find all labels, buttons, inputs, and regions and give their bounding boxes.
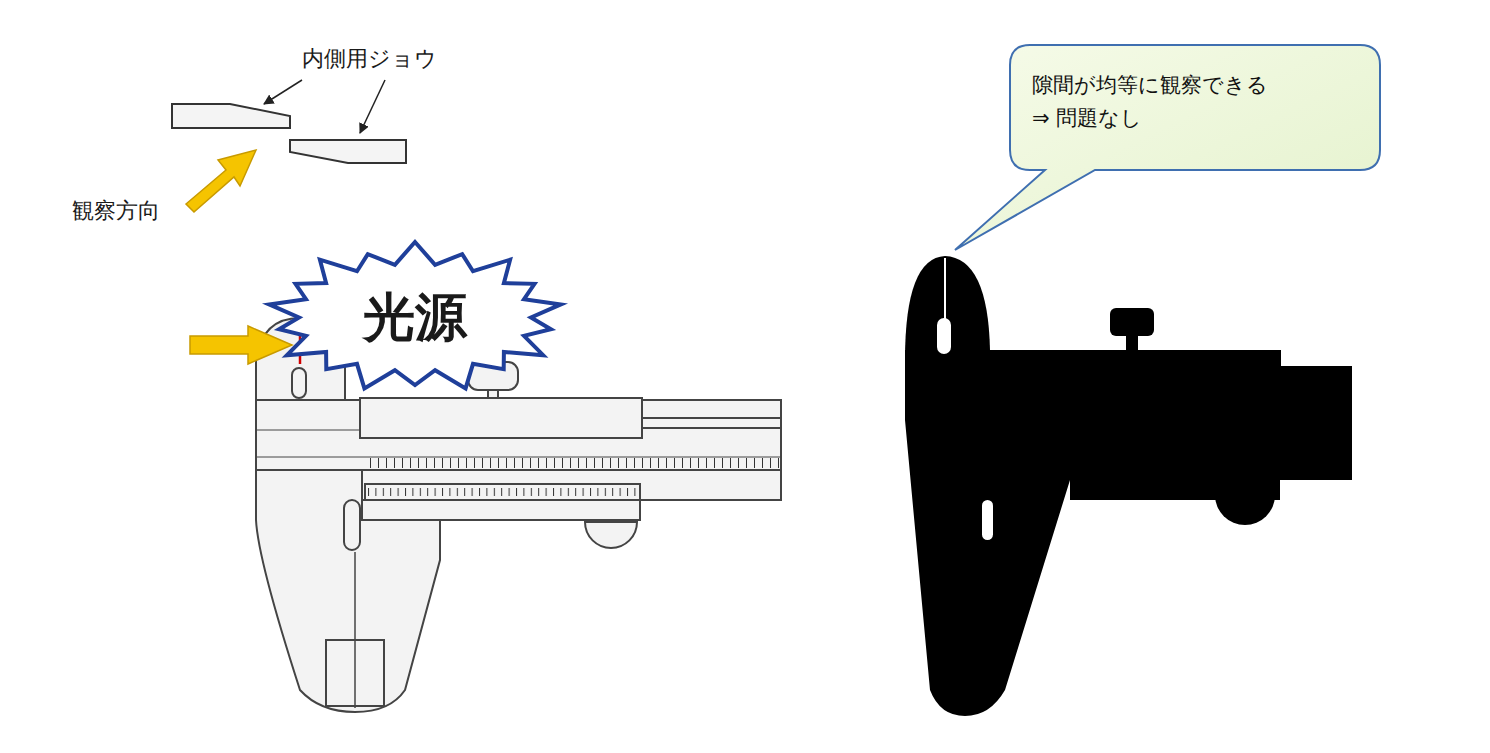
source-text: 光源 — [363, 289, 467, 346]
text-wrap: 光源 — [363, 289, 467, 346]
jaw-sketch — [172, 104, 406, 163]
callout-bubble: 隙間が均等に観察できる ⇒ 問題なし — [1010, 45, 1380, 170]
text-wrap: 隙間が均等に観察できる ⇒ 問題なし — [1010, 45, 1294, 154]
view-arrow — [186, 150, 256, 212]
light-source-burst: 光源 — [265, 240, 565, 395]
direction-label: 観察方向 — [72, 198, 160, 224]
caliper-silhouette — [905, 256, 1352, 716]
caliper-drawing — [256, 318, 781, 712]
note-text: 隙間が均等に観察できる ⇒ 問題なし — [1032, 69, 1274, 134]
light-arrow — [190, 326, 292, 364]
part-label: 内側用ジョウ — [302, 46, 437, 72]
leader-line — [264, 80, 385, 133]
